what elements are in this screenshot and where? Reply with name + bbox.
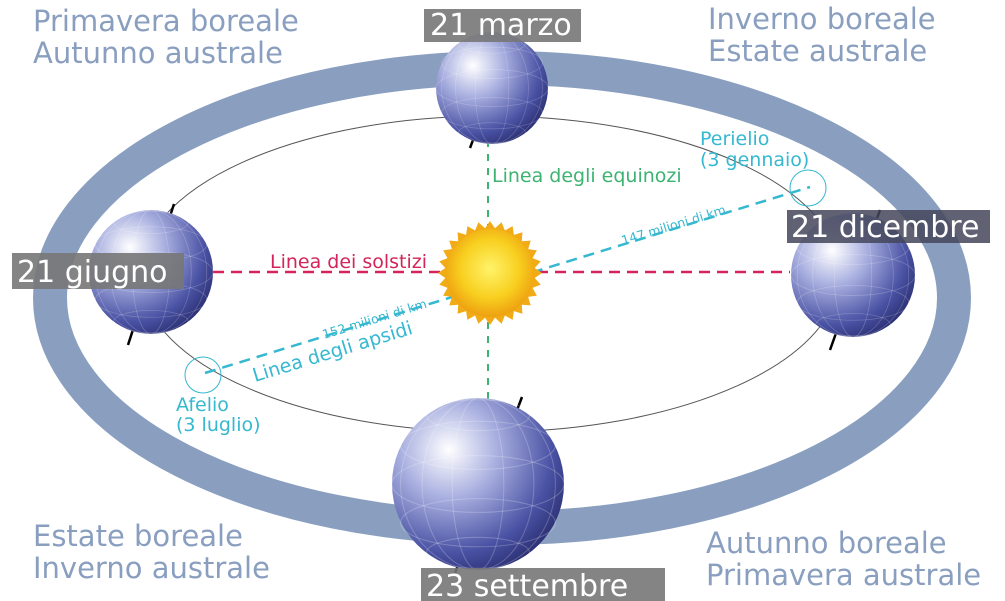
season-label: Inverno boreale [708, 2, 936, 36]
earth-march [435, 30, 549, 149]
season-label: Primavera boreale [33, 4, 299, 38]
season-label: Inverno australe [33, 551, 270, 585]
perihelion-date: (3 gennaio) [700, 149, 809, 171]
season-label: Estate boreale [33, 519, 243, 553]
aphelion-label: Afelio [176, 394, 229, 416]
svg-text:21 dicembre: 21 dicembre [791, 210, 979, 245]
season-label: Autunno boreale [706, 526, 947, 560]
sun-icon [438, 221, 542, 325]
perihelion-label: Perielio [700, 128, 769, 150]
perihelion-distance-label: 147 milioni di km [619, 202, 727, 248]
date-label-june: 21 giugno [12, 253, 184, 290]
season-label: Autunno australe [33, 36, 283, 70]
date-label-september: 23 settembre [421, 568, 665, 601]
svg-text:21 giugno: 21 giugno [17, 255, 168, 290]
perihelion-marker [789, 169, 827, 207]
season-label: Primavera australe [706, 558, 981, 592]
aphelion-marker [184, 356, 222, 394]
date-label-december: 21 dicembre [787, 210, 990, 245]
earth-september [391, 396, 565, 574]
svg-text:21 marzo: 21 marzo [430, 8, 572, 43]
date-label-march: 21 marzo [424, 8, 581, 43]
solstice-line-label: Linea dei solstizi [270, 251, 427, 273]
svg-text:23 settembre: 23 settembre [426, 569, 628, 601]
aphelion-date: (3 luglio) [176, 414, 261, 436]
season-label: Estate australe [708, 34, 927, 68]
equinox-line-label: Linea degli equinozi [492, 165, 682, 187]
